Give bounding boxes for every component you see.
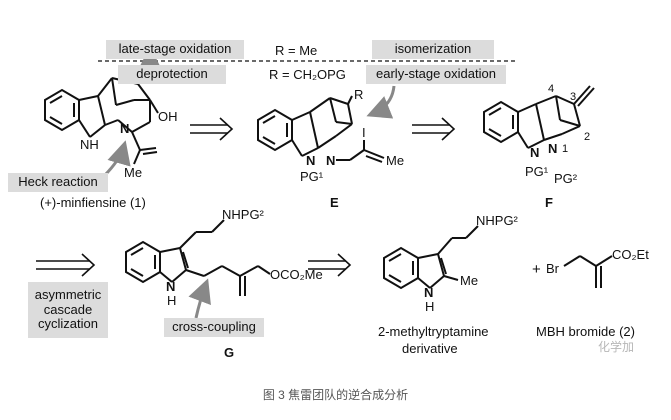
- F-num3: 3: [570, 91, 577, 103]
- minfiensine-oh: OH: [158, 109, 178, 124]
- tryptamine-nhpg2: NHPG²: [476, 213, 518, 228]
- tryptamine-me: Me: [460, 273, 479, 288]
- box-late-stage-oxidation: late-stage oxidation: [106, 40, 244, 59]
- F-num1: 1: [562, 143, 569, 155]
- minfiensine-nh: NH: [80, 137, 99, 152]
- pointer-heck: [102, 140, 131, 178]
- retro-arrow-1: [190, 117, 234, 141]
- G-nhpg2: NHPG²: [222, 207, 264, 222]
- E-label: E: [330, 195, 339, 210]
- E-n1: N: [306, 153, 316, 168]
- G-oco2me: OCO₂Me: [270, 267, 323, 282]
- tryptamine-h: H: [425, 299, 435, 314]
- minfiensine-structure: [44, 77, 159, 165]
- pointer-cross-coupling: [188, 278, 211, 319]
- watermark: 化学加: [598, 340, 635, 354]
- figure-caption: 图 3 焦雷团队的逆合成分析: [262, 388, 409, 402]
- pointer-early-oxidation: [366, 85, 396, 119]
- G-h: H: [167, 293, 177, 308]
- compound-E-structure: [257, 95, 385, 163]
- minfiensine-name: (+)-minfiensine (1): [40, 195, 146, 210]
- tryptamine-structure: [383, 225, 479, 290]
- mbh-bromide-structure: [563, 255, 613, 288]
- F-n1: N: [530, 145, 540, 160]
- mbh-name: MBH bromide (2): [536, 324, 635, 339]
- tryptamine-n: N: [424, 285, 434, 300]
- F-pg2: PG²: [554, 171, 578, 186]
- F-n2: N: [548, 141, 558, 156]
- retro-arrow-3: [36, 253, 96, 277]
- E-me: Me: [386, 153, 405, 168]
- box-isomerization: isomerization: [372, 40, 494, 59]
- tryptamine-name-1: 2-methyltryptamine: [378, 324, 489, 339]
- box-asymmetric-cascade: asymmetric cascade cyclization: [28, 282, 108, 338]
- label-r-ch2opg: R = CH₂OPG: [269, 67, 346, 82]
- plus-sign: +: [532, 261, 541, 278]
- retro-arrow-2: [412, 117, 456, 141]
- E-pg1: PG¹: [300, 169, 324, 184]
- F-pg1: PG¹: [525, 164, 549, 179]
- E-n2: N: [326, 153, 336, 168]
- F-num2: 2: [584, 131, 591, 143]
- G-n: N: [166, 279, 176, 294]
- retro-arrow-4: [308, 253, 352, 277]
- mbh-br: Br: [546, 261, 559, 276]
- E-i: I: [362, 125, 366, 140]
- compound-F-structure: [483, 85, 595, 149]
- F-num4: 4: [548, 83, 555, 95]
- box-deprotection: deprotection: [118, 65, 226, 84]
- G-label: G: [224, 345, 235, 360]
- box-cross-coupling: cross-coupling: [164, 318, 264, 337]
- tryptamine-name-2: derivative: [402, 341, 458, 356]
- minfiensine-me: Me: [124, 165, 143, 180]
- compound-G-structure: [125, 219, 271, 296]
- label-r-me: R = Me: [275, 43, 318, 58]
- box-heck-reaction: Heck reaction: [8, 173, 108, 192]
- E-r: R: [354, 87, 364, 102]
- mbh-co2et: CO₂Et: [612, 247, 649, 262]
- minfiensine-n: N: [120, 121, 130, 136]
- F-label: F: [545, 195, 553, 210]
- box-early-stage-oxidation: early-stage oxidation: [366, 65, 506, 84]
